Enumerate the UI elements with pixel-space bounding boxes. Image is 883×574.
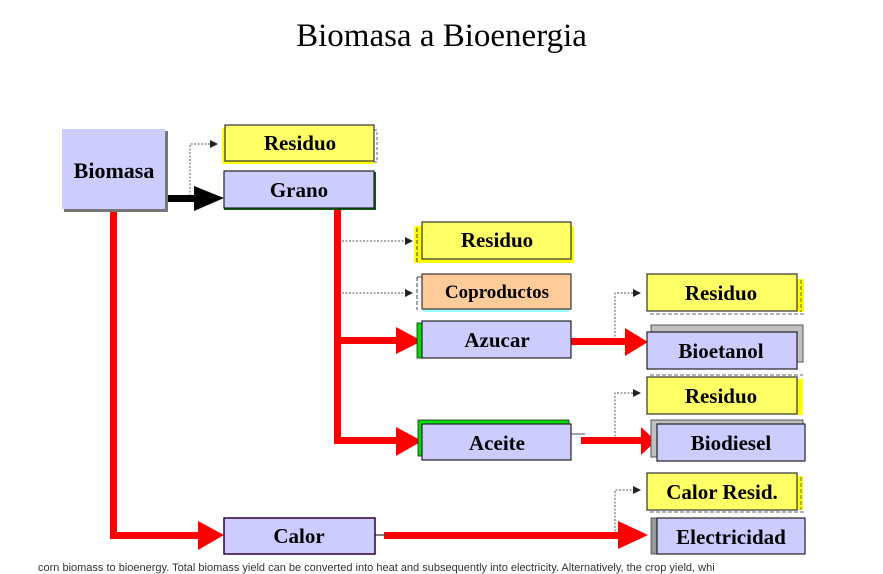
node-residuo-3-label: Residuo [685,281,757,305]
node-azucar-label: Azucar [464,328,529,352]
flow-grano-aceite-horizontal [334,437,398,444]
node-coproductos-label: Coproductos [445,282,549,303]
node-bioetanol-label: Bioetanol [678,339,763,363]
node-electricidad[interactable]: Electricidad [650,517,806,555]
node-biodiesel-label: Biodiesel [691,431,772,455]
flow-grano-aceite-arrowhead [396,427,422,456]
flow-grano-azucar-horizontal [334,337,398,344]
flow-calor-electricidad-arrowhead [618,521,648,549]
node-calor-resid-label: Calor Resid. [666,480,778,504]
node-residuo-1[interactable]: Residuo [222,124,378,164]
node-biomasa[interactable]: Biomasa [62,129,168,212]
byproduct-connectors [189,140,641,535]
node-aceite[interactable]: Aceite [417,419,572,461]
main-flow-connectors [110,209,656,550]
node-calor-resid[interactable]: Calor Resid. [646,472,804,513]
connector-calor-calorresid [614,486,641,535]
node-grano[interactable]: Grano [223,170,376,210]
figure-caption: corn biomass to bioenergy. Total biomass… [38,562,715,574]
primary-arrow-biomasa-grano [166,186,224,211]
flow-biomasa-calor-horizontal [110,532,200,539]
flow-grano-azucar-arrowhead [396,327,422,354]
flow-azucar-bioetanol [571,338,627,345]
connector-azucar-residuo [614,289,641,340]
node-residuo-2-label: Residuo [461,228,533,252]
node-residuo-4[interactable]: Residuo [646,374,803,415]
flow-azucar-bioetanol-arrowhead [625,328,648,356]
flow-aceite-biodiesel-arrowhead [641,427,656,455]
connector-aceite-residuo [614,389,641,440]
node-biodiesel[interactable]: Biodiesel [650,419,806,462]
flow-biomasa-calor-vertical [110,210,117,539]
node-calor[interactable]: Calor [223,517,376,555]
node-coproductos[interactable]: Coproductos [416,273,572,312]
node-residuo-3[interactable]: Residuo [646,273,804,315]
node-residuo-1-label: Residuo [264,131,336,155]
node-azucar[interactable]: Azucar [416,320,572,359]
flow-grano-vertical [334,209,341,444]
connector-biomasa-residuo [189,140,218,196]
node-bioetanol[interactable]: Bioetanol [646,324,804,370]
node-residuo-2[interactable]: Residuo [414,221,574,263]
flow-aceite-biodiesel [581,437,643,444]
node-biomasa-label: Biomasa [74,158,155,183]
node-aceite-label: Aceite [469,431,525,455]
diagram-title: Biomasa a Bioenergia [296,18,587,54]
flow-calor-electricidad [384,532,620,539]
flow-biomasa-calor-arrowhead [198,521,224,550]
node-electricidad-label: Electricidad [676,525,786,549]
node-residuo-4-label: Residuo [685,384,757,408]
node-grano-label: Grano [270,178,328,202]
node-calor-label: Calor [273,524,324,548]
